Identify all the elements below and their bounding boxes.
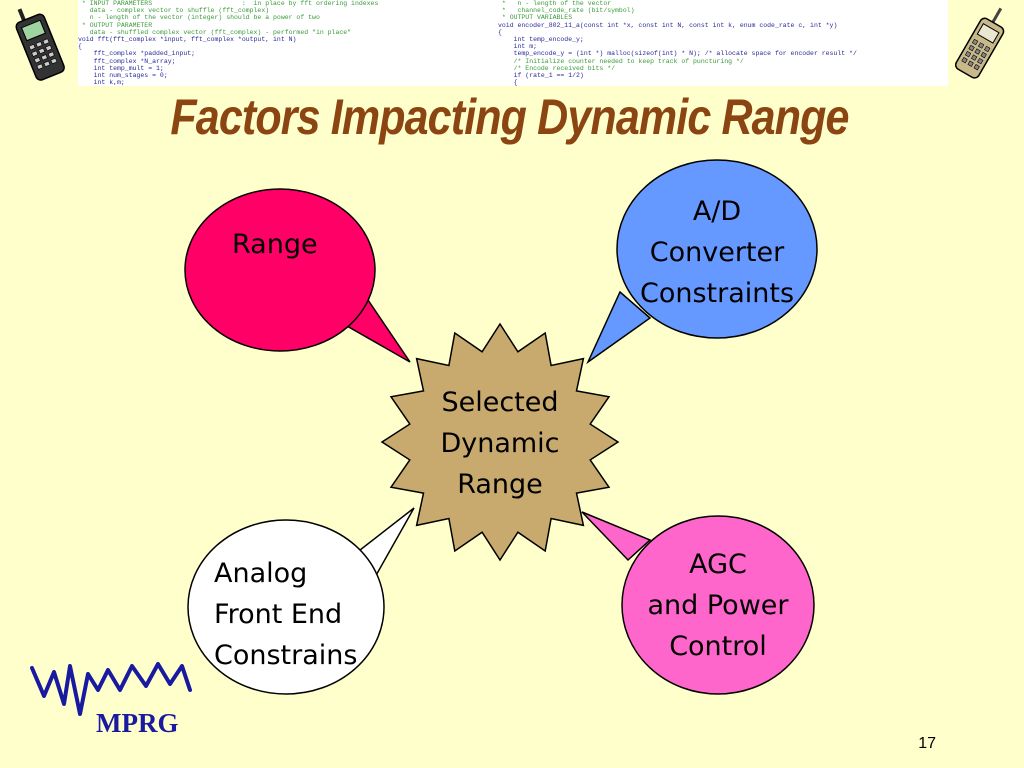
cell-phone-icon-left [15,8,65,81]
mprg-logo-text: MPRG [96,708,179,738]
label-line: Constraints [639,278,795,309]
label-line: Range [232,229,318,260]
center-label: Selected Dynamic Range [400,382,600,505]
label-line: Range [457,469,543,500]
label-line: A/D [692,196,742,227]
label-line: Dynamic [440,428,560,459]
center-starburst [380,322,620,562]
mprg-waveform-logo [30,662,192,716]
label-line: AGC [689,549,747,580]
bubble-ad-converter-label: A/D Converter Constraints [617,191,817,314]
label-line: Front End [214,599,343,630]
code-strip-banner: * INPUT PARAMETERS : in place by fft ord… [78,0,948,86]
bubble-ad-converter [586,159,818,365]
label-line: Control [669,631,767,662]
bubble-agc-power [581,511,815,695]
bubble-range [184,188,411,363]
cell-phone-icon-right [954,7,1005,79]
code-column-right: * n - length of the vector * channel_cod… [498,0,857,86]
slide-title: Factors Impacting Dynamic Range [170,89,849,145]
page-number: 17 [918,735,936,752]
label-line: Constrains [214,640,358,671]
bubble-agc-power-label: AGC and Power Control [618,544,818,667]
label-line: Converter [649,237,785,268]
label-line: Analog [214,558,308,589]
code-column-left: * INPUT PARAMETERS : in place by fft ord… [78,0,379,86]
label-line: and Power [647,590,789,621]
bubble-analog-front-end [187,507,415,695]
bubble-range-label: Range [232,224,318,265]
bubble-analog-front-end-label: Analog Front End Constrains [214,553,357,676]
label-line: Selected [441,387,559,418]
